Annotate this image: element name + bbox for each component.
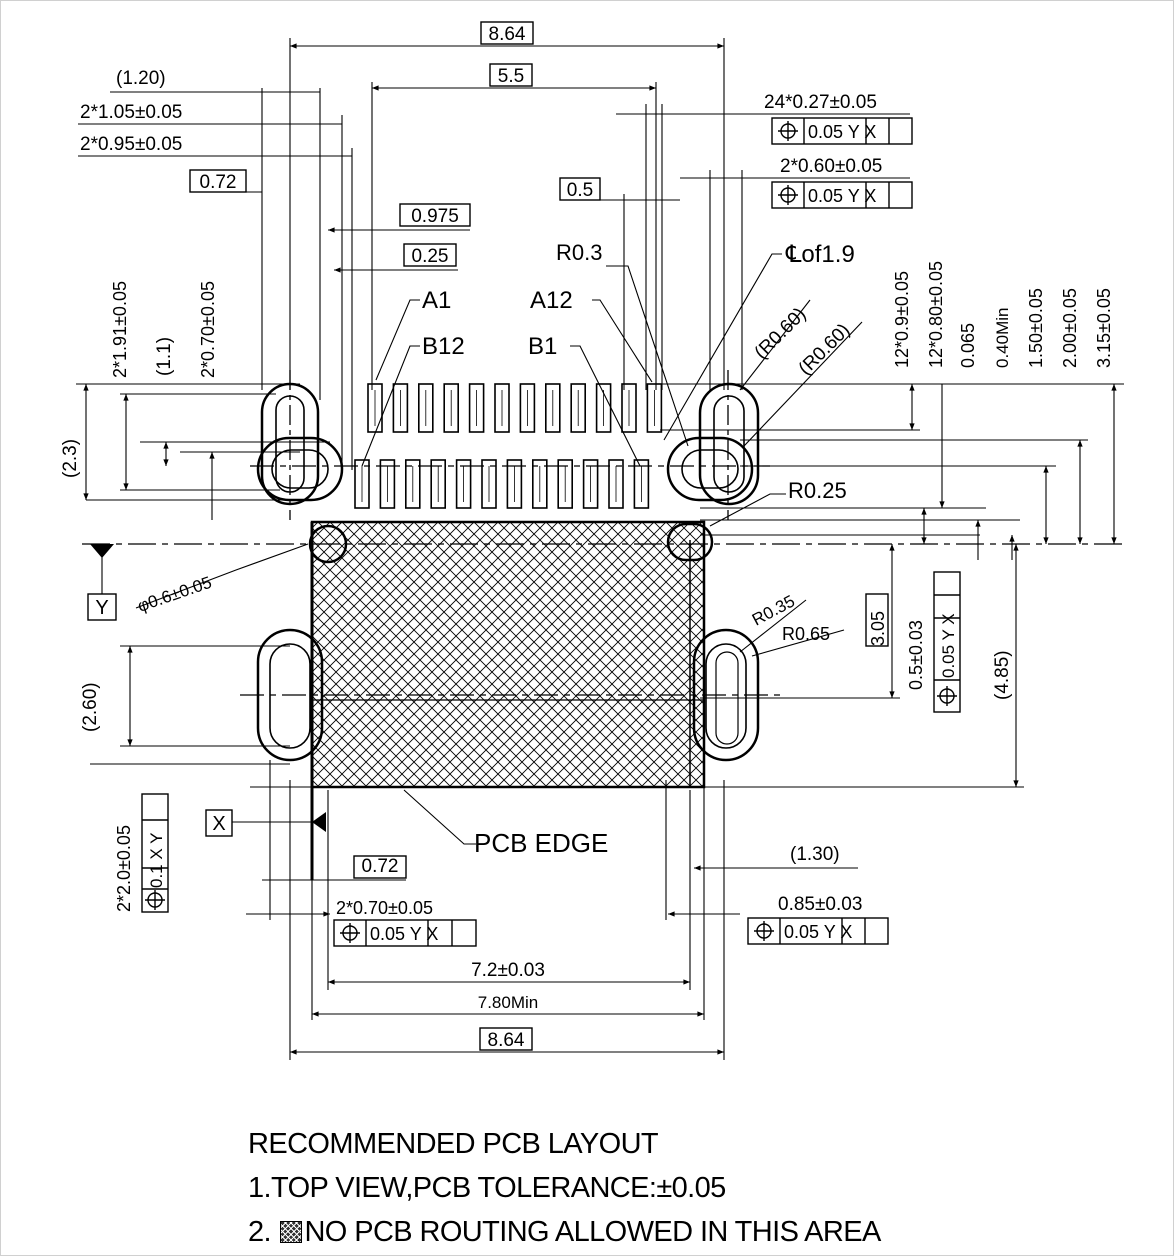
contact-pad [404, 459, 421, 509]
dim-ref-23: (2.3) [60, 439, 81, 478]
contact-pad [531, 459, 548, 509]
contact-pad [621, 383, 637, 433]
label-datum-x: X [212, 813, 225, 835]
contact-pad [494, 383, 510, 433]
contact-pad [544, 383, 561, 433]
dim-shell-pitch: 2*1.91±0.05 [110, 281, 130, 378]
dim-ref-485: (4.85) [992, 650, 1013, 700]
contact-pad [570, 383, 587, 433]
pcb-layout-drawing: 8.64 5.5 (1.20) 2*1.05±0.05 2*0.95±0.05 … [60, 21, 1124, 1060]
dim-row-offset: 0.975 [411, 206, 459, 227]
contact-pad [379, 459, 396, 509]
dim-shell-hole: 2*0.60±0.05 [780, 156, 882, 177]
dim-slot-085: 0.85±0.03 [778, 894, 862, 915]
contact-pad [367, 383, 383, 433]
dim-shell-slot: 2*0.70±0.05 [198, 281, 218, 378]
dim-pad-width: 24*0.27±0.05 [764, 92, 877, 113]
dimension-lines [76, 38, 1124, 1060]
contact-pad [481, 459, 497, 509]
fcf-slot-left: 0.1 X Y [147, 833, 166, 888]
notes-line-2: 2. NO PCB ROUTING ALLOWED IN THIS AREA [248, 1210, 881, 1254]
contact-pads-row-b [354, 459, 650, 509]
fcf-085: 0.05 Y X [784, 922, 852, 942]
dim-150: 1.50±0.05 [1026, 288, 1046, 368]
contact-pad [608, 459, 624, 509]
label-pin-b12: B12 [422, 333, 465, 360]
dim-min-040: 0.40Min [993, 308, 1012, 368]
label-pin-a1: A1 [422, 287, 451, 314]
label-datum-y: Y [95, 597, 108, 619]
dim-05: 0.5±0.03 [906, 620, 926, 690]
label-radius-060-b: (R0.60) [795, 320, 855, 380]
label-centerline: ℄of1.9 [785, 241, 855, 268]
notes-line-1: 1.TOP VIEW,PCB TOLERANCE:±0.05 [248, 1172, 726, 1204]
contact-pad [417, 383, 434, 433]
dim-shell-pad-b: 2*0.95±0.05 [80, 134, 182, 155]
dim-200: 2.00±0.05 [1060, 288, 1080, 368]
dim-slot-length: 2*2.0±0.05 [114, 825, 134, 912]
contact-pad [354, 459, 370, 509]
label-radius-065: R0.65 [782, 624, 830, 644]
fcf-slot-bottom: 0.05 Y X [370, 924, 438, 944]
contact-pads-row-a [367, 383, 663, 433]
contact-pad [430, 459, 447, 509]
label-pcb-edge: PCB EDGE [474, 828, 608, 858]
contact-pad [557, 459, 574, 509]
label-radius-060-a: (R0.60) [751, 304, 811, 364]
dim-width-780: 7.80Min [478, 993, 538, 1012]
dim-ref-11: (1.1) [154, 337, 175, 376]
dim-overall-width-bottom: 8.64 [488, 1030, 525, 1051]
dim-shell-ref: (1.20) [116, 68, 166, 89]
label-pin-a12: A12 [530, 287, 573, 314]
label-radius-025: R0.25 [788, 478, 847, 503]
dim-pad-len-a: 12*0.9±0.05 [892, 271, 912, 368]
contact-pad [443, 383, 460, 433]
dim-305: 3.05 [868, 611, 888, 646]
dim-gap-0065: 0.065 [958, 323, 978, 368]
centerlines [82, 370, 1124, 696]
label-boxes [87, 21, 961, 1051]
dim-pitch: 0.5 [567, 180, 593, 201]
keepout-area [310, 520, 706, 880]
hatch-swatch-icon [280, 1221, 303, 1243]
datum-markers [90, 544, 326, 832]
contact-pad [519, 383, 536, 433]
dim-width-72: 7.2±0.03 [471, 960, 545, 981]
dim-slot-offset: 0.72 [362, 856, 399, 877]
contact-pad [506, 459, 523, 509]
contact-pad [455, 459, 472, 509]
notes-line-2-text: NO PCB ROUTING ALLOWED IN THIS AREA [304, 1216, 881, 1248]
dim-shell-offset: 0.72 [200, 172, 237, 193]
label-pin-b1: B1 [528, 333, 557, 360]
dim-overall-width-top: 8.64 [489, 24, 526, 45]
dim-315: 3.15±0.05 [1094, 288, 1114, 368]
label-datum-hole: φ0.6±0.05 [135, 573, 214, 616]
contact-pad [582, 459, 599, 509]
dim-ref-260: (2.60) [80, 682, 101, 732]
notes-title: RECOMMENDED PCB LAYOUT [248, 1128, 659, 1160]
dim-shell-pad-a: 2*1.05±0.05 [80, 102, 182, 123]
dim-contact-span: 5.5 [498, 66, 524, 87]
label-radius-03: R0.3 [556, 240, 602, 265]
notes-block: RECOMMENDED PCB LAYOUT 1.TOP VIEW,PCB TO… [248, 1122, 881, 1254]
fcf-pad-tol: 0.05 Y X [808, 122, 876, 142]
position-symbol-icons [145, 121, 957, 943]
fcf-hole-tol: 0.05 Y X [808, 186, 876, 206]
dim-pad-len-b: 12*0.80±0.05 [926, 261, 946, 368]
dim-slot-width: 2*0.70±0.05 [336, 898, 433, 918]
contact-pad [392, 383, 409, 433]
dim-row-shift: 0.25 [412, 246, 449, 267]
contact-pad [633, 459, 650, 509]
fcf-05-right: 0.05 Y X [939, 613, 958, 678]
notes-line-2-prefix: 2. [248, 1216, 279, 1248]
dim-ref-130: (1.30) [790, 844, 840, 865]
contact-pad [646, 383, 663, 433]
contact-pad [468, 383, 485, 433]
